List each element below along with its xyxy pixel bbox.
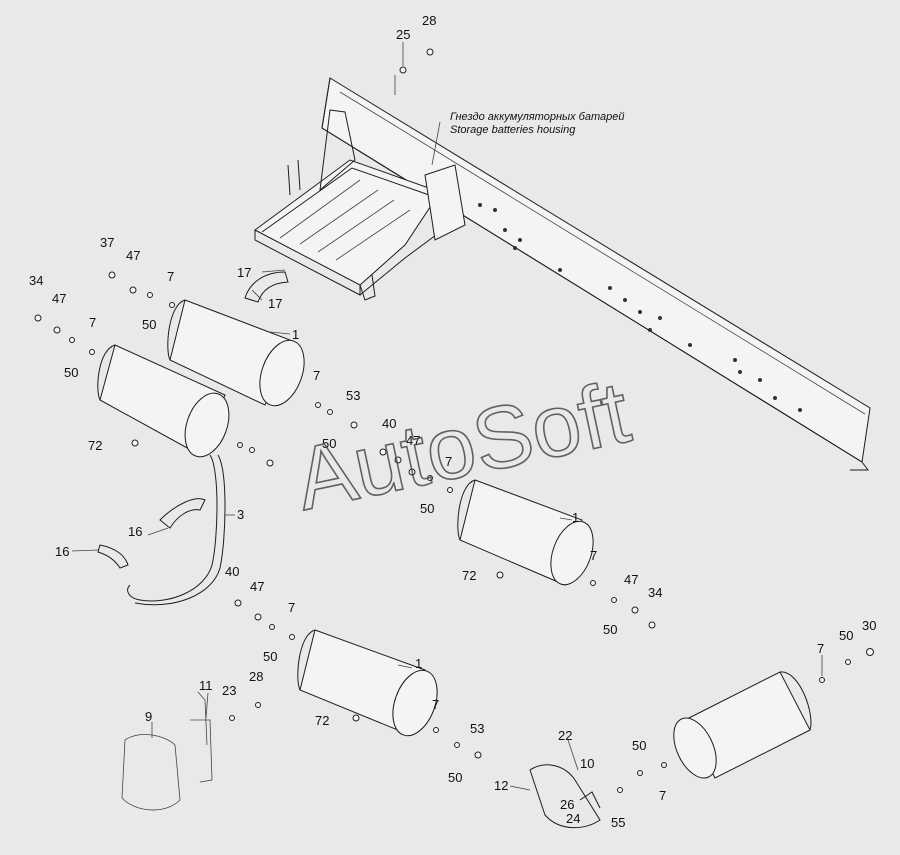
callout: 7 bbox=[288, 600, 295, 615]
callout: 25 bbox=[396, 27, 410, 42]
callout: 7 bbox=[167, 269, 174, 284]
callout: 1 bbox=[415, 656, 422, 671]
callout: 23 bbox=[222, 683, 236, 698]
callout: 72 bbox=[315, 713, 329, 728]
autosoft-watermark: AutoSoft bbox=[287, 362, 638, 529]
callout: 53 bbox=[470, 721, 484, 736]
callout: 11 bbox=[199, 678, 213, 693]
cylinder-left-72 bbox=[97, 344, 230, 458]
callout: 72 bbox=[88, 438, 102, 453]
callout: 47 bbox=[250, 579, 264, 594]
cylinder-upper-left-1 bbox=[167, 299, 305, 407]
bracket-12 bbox=[529, 764, 601, 829]
callout: 22 bbox=[558, 728, 572, 743]
callout: 7 bbox=[659, 788, 666, 803]
callout: 50 bbox=[632, 738, 646, 753]
callout: 30 bbox=[862, 618, 876, 633]
note-english: Storage batteries housing bbox=[450, 124, 576, 136]
callout: 9 bbox=[145, 709, 152, 724]
callout: 7 bbox=[590, 548, 597, 563]
callout: 26 bbox=[560, 797, 574, 812]
callout: 72 bbox=[462, 568, 476, 583]
callout: 16 bbox=[55, 544, 69, 559]
callout: 37 bbox=[100, 235, 114, 250]
clamp-16 bbox=[97, 498, 206, 569]
callout: 28 bbox=[422, 13, 436, 28]
cylinder-right-lower bbox=[673, 671, 812, 779]
callout: 50 bbox=[322, 436, 336, 451]
callout-numbers: 25 28 37 47 34 47 7 50 7 50 17 17 1 7 72… bbox=[29, 13, 876, 830]
callout: 47 bbox=[624, 572, 638, 587]
callout: 50 bbox=[839, 628, 853, 643]
callout: 40 bbox=[382, 416, 396, 431]
leader-lines bbox=[71, 42, 823, 791]
callout: 47 bbox=[126, 248, 140, 263]
battery-housing bbox=[254, 109, 466, 301]
housing-note: Гнездо аккумуляторных батарей Storage ba… bbox=[450, 111, 624, 136]
callout: 17 bbox=[237, 265, 251, 280]
callout: 34 bbox=[648, 585, 662, 600]
callout: 16 bbox=[128, 524, 142, 539]
callout: 40 bbox=[225, 564, 239, 579]
callout: 7 bbox=[432, 697, 439, 712]
note-russian: Гнездо аккумуляторных батарей bbox=[450, 111, 624, 123]
valve-9 bbox=[121, 691, 213, 811]
callout: 47 bbox=[52, 291, 66, 306]
callout: 24 bbox=[566, 811, 580, 826]
callout: 10 bbox=[580, 756, 594, 771]
callout: 50 bbox=[448, 770, 462, 785]
cylinder-lower-1 bbox=[297, 629, 438, 737]
mounting-strap-3 bbox=[127, 454, 226, 606]
callout: 50 bbox=[420, 501, 434, 516]
callout: 50 bbox=[142, 317, 156, 332]
callout: 53 bbox=[346, 388, 360, 403]
callout: 7 bbox=[445, 454, 452, 469]
callout: 17 bbox=[268, 296, 282, 311]
clamp-17 bbox=[244, 271, 289, 303]
fasteners bbox=[34, 48, 874, 793]
callout: 1 bbox=[292, 327, 299, 342]
callout: 47 bbox=[406, 433, 420, 448]
callout: 28 bbox=[249, 669, 263, 684]
callout: 12 bbox=[494, 778, 508, 793]
callout: 1 bbox=[572, 510, 579, 525]
callout: 3 bbox=[237, 507, 244, 522]
callout: 34 bbox=[29, 273, 43, 288]
callout: 55 bbox=[611, 815, 625, 830]
callout: 7 bbox=[313, 368, 320, 383]
callout: 50 bbox=[603, 622, 617, 637]
callout: 7 bbox=[817, 641, 824, 656]
callout: 7 bbox=[89, 315, 96, 330]
callout: 50 bbox=[64, 365, 78, 380]
callout: 50 bbox=[263, 649, 277, 664]
cylinder-middle-1 bbox=[457, 479, 594, 586]
